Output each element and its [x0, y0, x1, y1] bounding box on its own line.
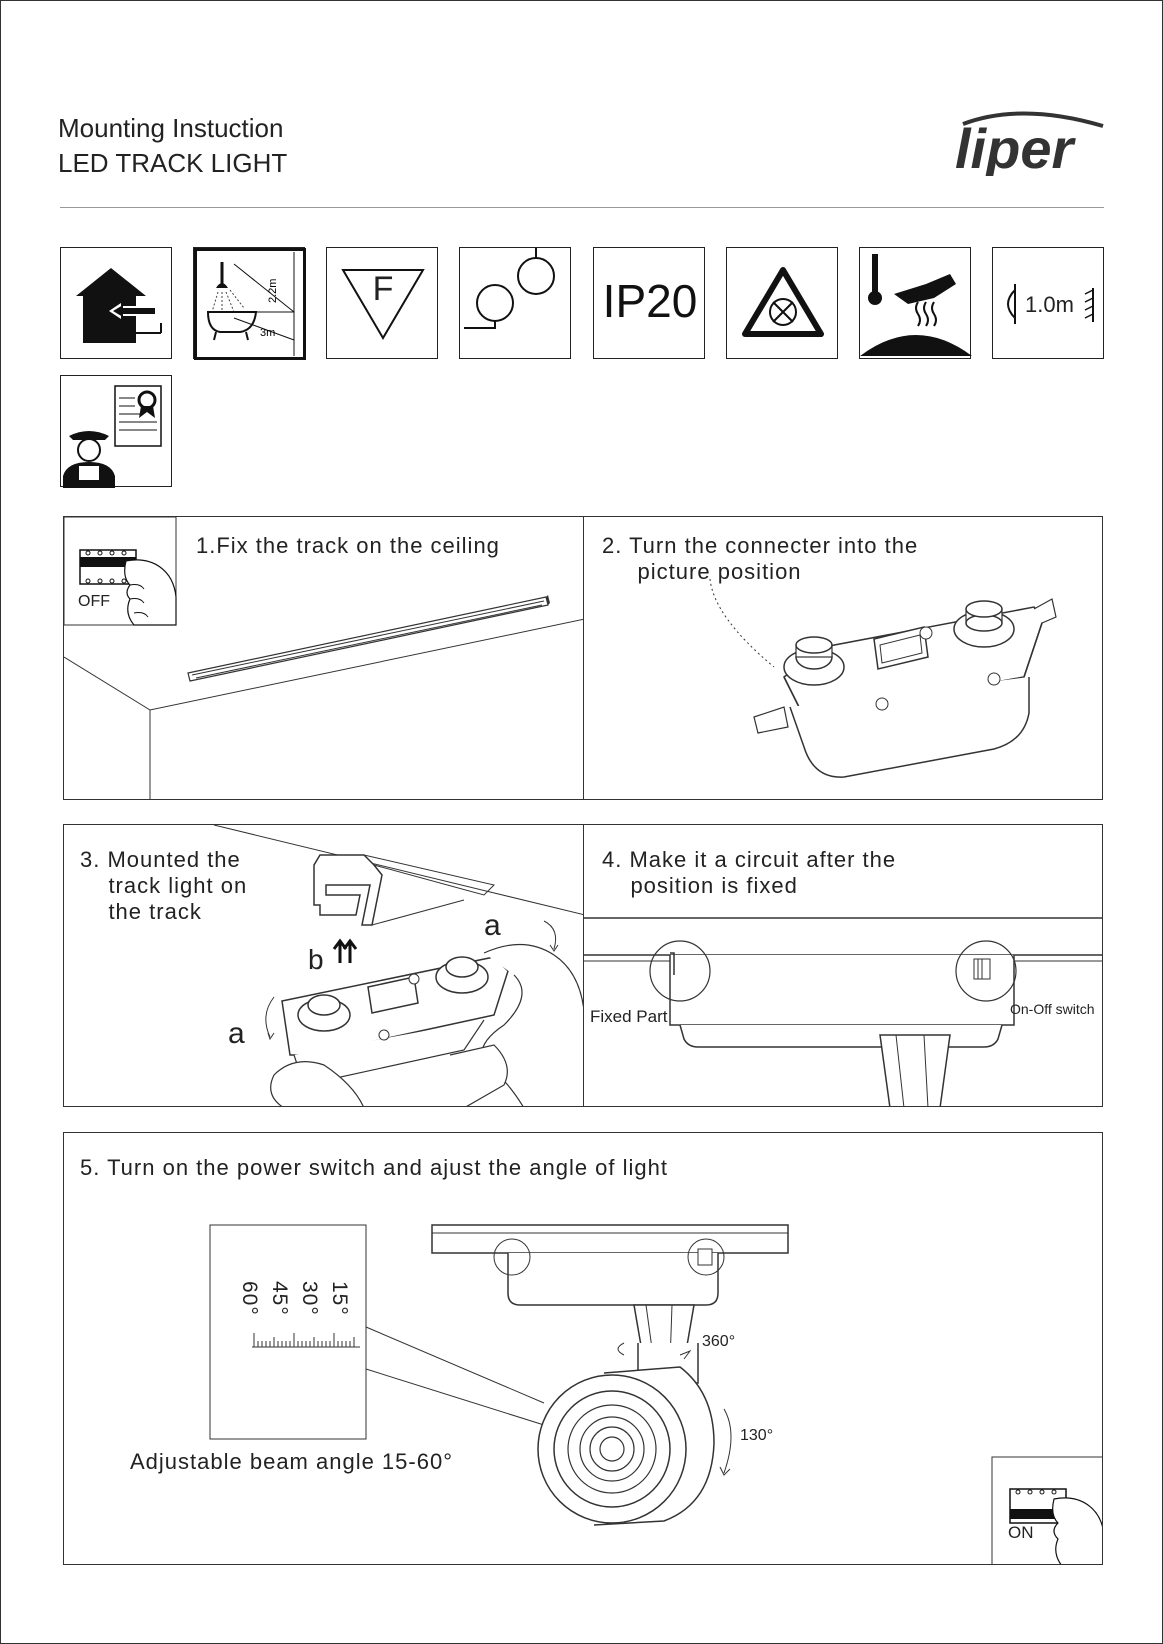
step-2-panel: 2. Turn the connecter into the picture p…: [583, 516, 1103, 800]
step-1-title: 1.Fix the track on the ceiling: [196, 533, 500, 558]
tilt-label: 130°: [740, 1427, 774, 1444]
class-symbol-icon: [459, 247, 571, 359]
step-5-panel: 5. Turn on the power switch and ajust th…: [63, 1132, 1103, 1565]
rotation-label: 360°: [702, 1333, 736, 1350]
bathroom-zone-icon: 2.2m 3m: [193, 247, 306, 360]
label-b: b: [308, 944, 325, 975]
scale-60: 60°: [238, 1281, 261, 1316]
scale-45: 45°: [268, 1281, 291, 1316]
step-2-title: 2. Turn the connecter into the picture p…: [602, 533, 919, 584]
label-a-left: a: [228, 1017, 246, 1050]
switch-off-label: OFF: [78, 593, 110, 610]
step-5-title: 5. Turn on the power switch and ajust th…: [80, 1155, 668, 1180]
indoor-use-icon: [60, 247, 172, 359]
brand-logo-text: liper: [955, 117, 1076, 176]
brand-logo: liper: [951, 106, 1111, 180]
product-name: LED TRACK LIGHT: [58, 148, 288, 178]
no-direct-glare-icon: [726, 247, 838, 359]
zone-height-label: 2.2m: [267, 279, 279, 303]
scale-15: 15°: [328, 1281, 351, 1316]
f-mark-icon: F: [326, 247, 438, 359]
zone-width-label: 3m: [260, 327, 275, 339]
ip-rating-text: IP20: [602, 275, 698, 327]
step-4-title: 4. Make it a circuit after the position …: [602, 847, 897, 898]
step-3-panel: 3. Mounted the track light on the track …: [63, 824, 584, 1107]
on-off-switch-label: On-Off switch: [1010, 1001, 1095, 1017]
scale-30: 30°: [298, 1281, 321, 1316]
ip-rating-icon: IP20: [593, 247, 705, 359]
switch-on-label: ON: [1008, 1523, 1034, 1542]
f-mark-text: F: [372, 270, 394, 308]
label-a-right: a: [484, 909, 502, 942]
heat-surface-icon: [859, 247, 972, 359]
beam-angle-label: Adjustable beam angle 15-60°: [130, 1449, 454, 1474]
qualified-installer-icon: [60, 375, 172, 488]
document-title: Mounting Instuction: [58, 113, 284, 143]
step-3-title: 3. Mounted the track light on the track: [80, 847, 248, 924]
step-1-panel: 1.Fix the track on the ceiling OFF: [63, 516, 584, 800]
step-4-panel: 4. Make it a circuit after the position …: [583, 824, 1103, 1107]
header-divider: [60, 207, 1104, 208]
fixed-part-label: Fixed Part: [590, 1007, 668, 1026]
min-distance-text: 1.0m: [1025, 292, 1074, 317]
min-distance-icon: 1.0m: [992, 247, 1104, 359]
